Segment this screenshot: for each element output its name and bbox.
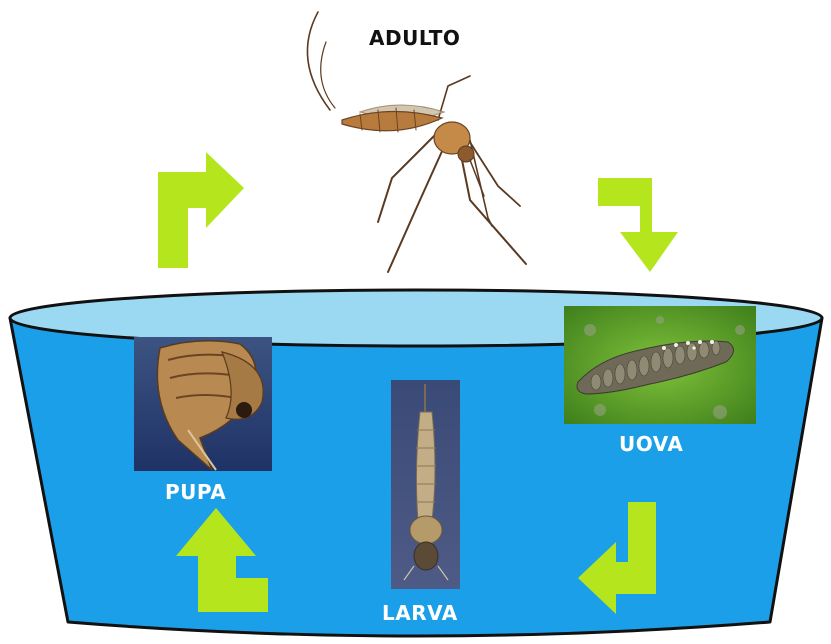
larva-photo-icon [391, 380, 460, 589]
label-pupa: PUPA [165, 480, 226, 504]
egg-raft-photo-icon [564, 306, 756, 424]
label-adult: ADULTO [369, 26, 460, 50]
arrow-adult-to-eggs-icon [598, 178, 678, 272]
arrow-pupa-to-adult-icon [158, 152, 244, 268]
pupa-photo-icon [134, 337, 272, 471]
mosquito-adult-photo-icon [307, 12, 526, 272]
label-larva: LARVA [382, 601, 458, 625]
label-eggs: UOVA [619, 432, 683, 456]
